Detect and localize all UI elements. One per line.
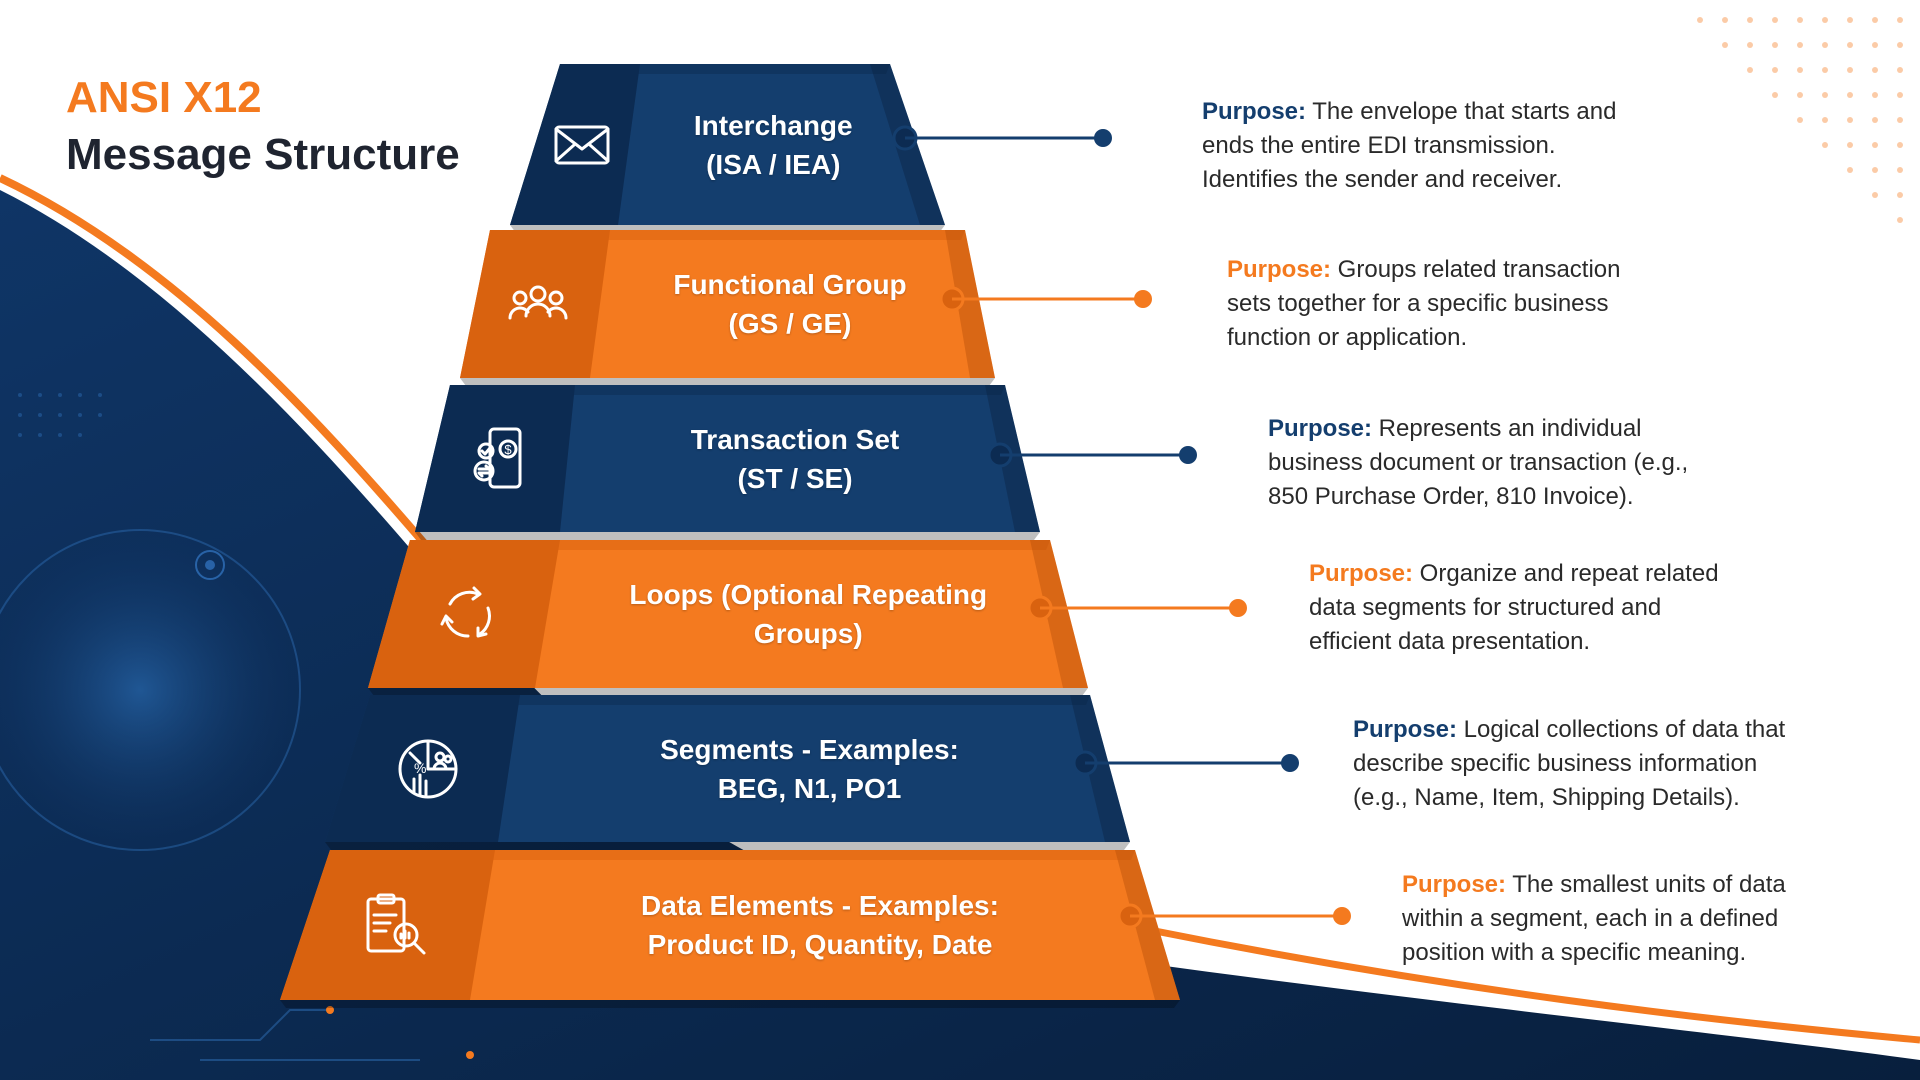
- analytics-circle-icon: %: [388, 729, 468, 809]
- layer-label-line2: (ST / SE): [737, 462, 853, 494]
- purpose-transaction-set: Purpose: Represents an individual busine…: [1268, 412, 1708, 514]
- layer-label-line2: Product ID, Quantity, Date: [647, 929, 993, 960]
- layer-label-transaction-set: Transaction Set (ST / SE): [575, 420, 1015, 498]
- layer-label-interchange: Interchange (ISA / IEA): [553, 106, 993, 184]
- layer-label-line2: Groups): [753, 618, 863, 649]
- layer-interchange: [510, 64, 945, 233]
- connector-interchange: [892, 125, 1112, 151]
- connector-functional-group: [939, 286, 1152, 312]
- mobile-transaction-icon: $: [460, 419, 540, 499]
- layer-icon-facet: [280, 850, 495, 1000]
- purpose-text: Represents an individual business docume…: [1268, 415, 1689, 510]
- layer-label-line2: (ISA / IEA): [706, 148, 841, 180]
- clipboard-search-icon: [354, 885, 434, 965]
- cycle-arrows-icon: [428, 574, 508, 654]
- layer-data-elements: [280, 850, 1180, 1008]
- pyramid: [280, 64, 1180, 1008]
- connector-segments: [1072, 750, 1299, 776]
- layer-segments: [325, 695, 1130, 850]
- envelope-icon: [542, 105, 622, 185]
- purpose-label: Purpose:: [1402, 871, 1507, 898]
- bottom-orange-curve: [1149, 926, 1920, 1044]
- purpose-label: Purpose:: [1309, 560, 1414, 587]
- svg-text:$: $: [504, 442, 512, 457]
- purpose-text: Groups related transaction sets together…: [1227, 256, 1621, 351]
- purpose-text: Organize and repeat related data segment…: [1309, 560, 1719, 655]
- purpose-text: The smallest units of data within a segm…: [1402, 871, 1786, 966]
- purpose-loops: Purpose: Organize and repeat related dat…: [1309, 557, 1749, 659]
- layer-icon-facet: [325, 695, 520, 842]
- purpose-segments: Purpose: Logical collections of data tha…: [1353, 713, 1793, 815]
- purpose-text: Logical collections of data that describ…: [1353, 716, 1786, 811]
- globe: [0, 530, 300, 850]
- layer-face: [280, 850, 1180, 1000]
- purpose-label: Purpose:: [1202, 98, 1307, 125]
- title-ansi: ANSI X12: [66, 73, 262, 122]
- purpose-interchange: Purpose: The envelope that starts and en…: [1202, 95, 1642, 197]
- purpose-text: The envelope that starts and ends the en…: [1202, 98, 1617, 193]
- layer-label-functional-group: Functional Group (GS / GE): [570, 265, 1010, 343]
- layer-label-line1: Transaction Set: [690, 423, 900, 455]
- layer-label-line2: (GS / GE): [728, 308, 852, 339]
- title-message-structure: Message Structure: [66, 130, 460, 179]
- layer-face: [325, 695, 1130, 842]
- layer-label-line1: Segments - Examples:: [660, 733, 959, 765]
- purpose-label: Purpose:: [1353, 716, 1458, 743]
- layer-icon-facet: [415, 385, 575, 532]
- layer-label-data-elements: Data Elements - Examples: Product ID, Qua…: [600, 886, 1040, 964]
- connectors: [892, 125, 1351, 929]
- connector-data-elements: [1117, 903, 1351, 929]
- layer-loops: [368, 540, 1088, 696]
- orange-accent-curve: [0, 174, 434, 553]
- purpose-label: Purpose:: [1268, 415, 1373, 442]
- layer-transaction-set: [415, 385, 1040, 540]
- svg-text:%: %: [414, 760, 426, 776]
- purpose-label: Purpose:: [1227, 256, 1332, 283]
- connector-transaction-set: [987, 442, 1197, 468]
- layer-label-line1: Loops (Optional Repeating: [629, 579, 988, 610]
- layer-label-line1: Data Elements - Examples:: [641, 890, 999, 921]
- layer-icon-facet: [368, 540, 560, 688]
- layer-functional-group: [460, 230, 995, 386]
- layer-label-line1: Functional Group: [673, 269, 907, 300]
- connector-loops: [1027, 595, 1247, 621]
- layer-label-line1: Interchange: [693, 109, 853, 141]
- purpose-functional-group: Purpose: Groups related transaction sets…: [1227, 253, 1667, 355]
- title-block: ANSI X12 Message Structure: [66, 72, 460, 186]
- people-group-icon: [498, 264, 578, 344]
- purpose-data-elements: Purpose: The smallest units of data with…: [1402, 868, 1842, 970]
- layer-label-line2: BEG, N1, PO1: [717, 772, 902, 804]
- layer-label-segments: Segments - Examples: BEG, N1, PO1: [590, 730, 1030, 808]
